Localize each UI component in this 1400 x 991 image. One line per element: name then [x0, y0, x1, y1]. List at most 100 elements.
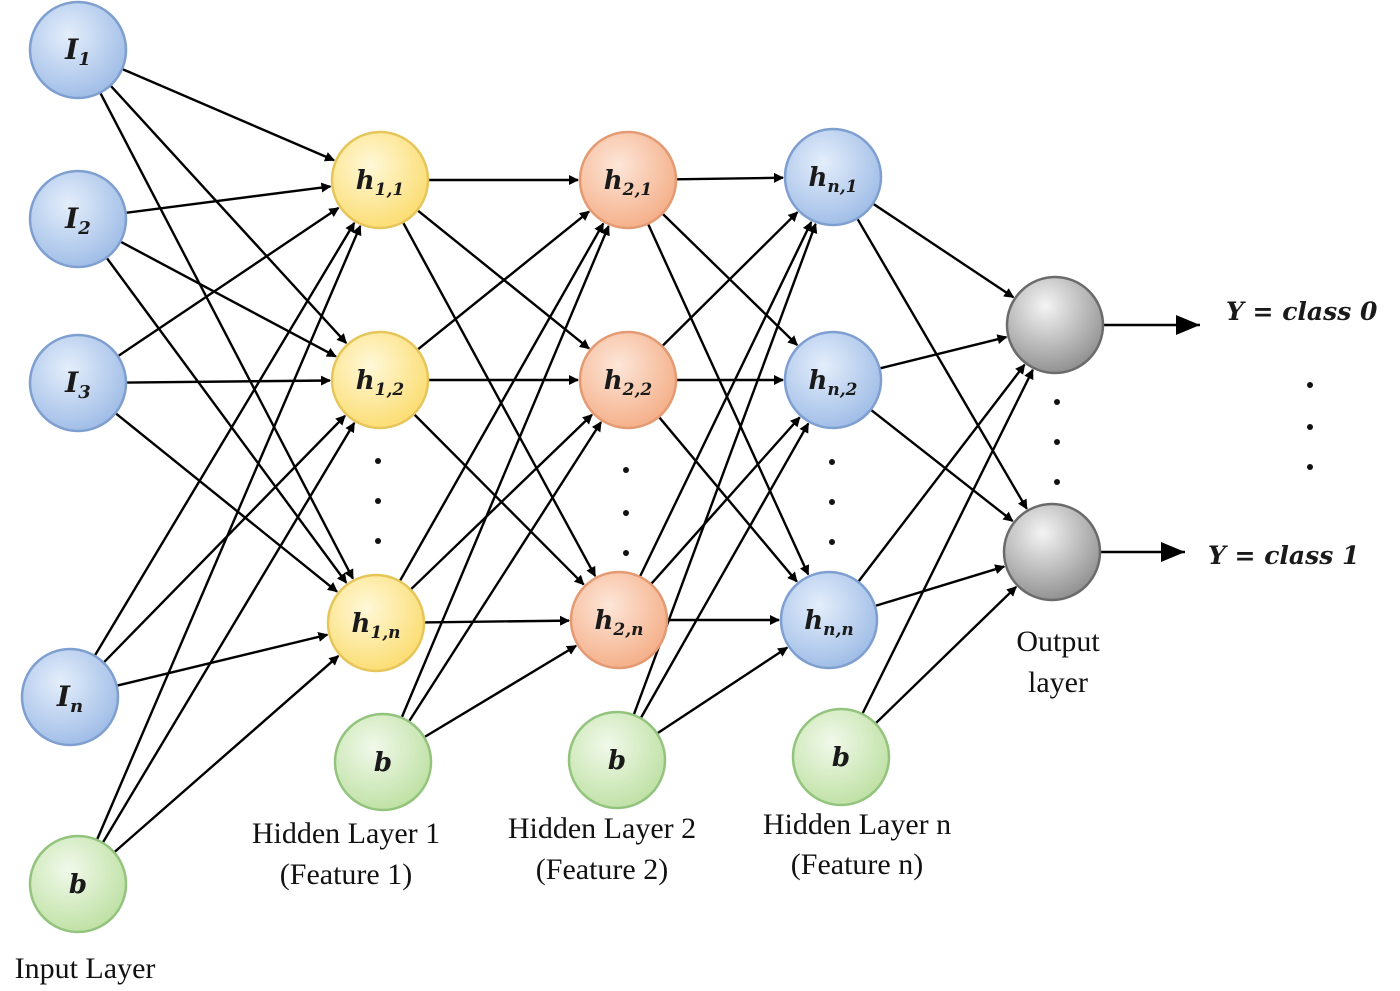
input-node-1: I1	[28, 0, 128, 100]
input-node-2-circle	[28, 169, 128, 269]
edge-h2-0-to-hn-0	[675, 172, 785, 183]
edge-input-4-to-h1-0	[95, 225, 362, 841]
input-node-3-label: I3	[64, 366, 91, 403]
output-layer-subtitle: layer	[1028, 666, 1088, 699]
edge-h1-1-to-h2-2	[413, 413, 585, 586]
edge-input-0-to-h1-2	[99, 92, 354, 580]
hidden-layer-2-subtitle: (Feature 2)	[536, 853, 668, 886]
hidden-layer-1-title: Hidden Layer 1	[252, 817, 440, 850]
hiddenn-node-3: hn,n	[779, 570, 879, 670]
hidden-layer-2-title: Hidden Layer 2	[508, 812, 696, 845]
edge-input-4-to-h1-2	[113, 655, 340, 854]
edge-h1-2-to-h2-0	[398, 222, 605, 582]
edge-h2-1-to-hn-0	[661, 211, 799, 348]
input-node-4-label: In	[56, 680, 83, 717]
edge-input-3-to-h1-1	[102, 414, 346, 664]
edge-hn-1-to-output-1	[870, 408, 1014, 523]
hiddenn-node-1-circle	[783, 127, 883, 227]
edge-h1-3-to-h2-0	[400, 225, 610, 719]
input-node-1-label: I1	[64, 33, 91, 70]
edge-input-0-to-h1-0	[121, 67, 335, 162]
output-node-2	[1002, 502, 1102, 602]
hidden2-node-3-circle	[569, 570, 669, 670]
edge-hn-3-to-output-0	[861, 368, 1034, 715]
output-ellipsis	[1054, 399, 1060, 485]
edge-h2-2-to-hn-0	[638, 221, 813, 578]
hidden1-node-1: h1,1	[330, 130, 430, 230]
edge-h2-3-to-hn-2	[656, 646, 789, 735]
hiddenn-ellipsis	[829, 459, 835, 545]
hidden2-node-3-label: h2,n	[594, 606, 643, 640]
output-node-1-circle	[1005, 275, 1105, 375]
edge-hn-0-to-output-1	[856, 217, 1028, 510]
input-node-4: In	[20, 647, 120, 747]
edge-input-4-to-h1-1	[101, 422, 356, 844]
hidden2-node-2-label: h2,2	[604, 366, 653, 400]
edge-hn-2-to-output-1	[874, 564, 1006, 608]
hidden2-node-2: h2,2	[578, 330, 678, 430]
hidden-layer-1-subtitle: (Feature 1)	[280, 858, 412, 891]
hiddenn-node-3-circle	[779, 570, 879, 670]
hidden2-node-1-circle	[578, 130, 678, 230]
edge-hn-2-to-output-0	[857, 363, 1026, 583]
input-node-4-circle	[20, 647, 120, 747]
hidden2-bias-node-label: b	[608, 746, 626, 776]
edge-h1-0-to-h2-2	[401, 221, 597, 577]
hiddenn-bias-node-label: b	[832, 743, 850, 773]
input-node-2: I2	[28, 169, 128, 269]
edge-input-3-to-h1-0	[93, 222, 356, 657]
hidden1-node-2-circle	[330, 330, 430, 430]
hidden1-node-2: h1,2	[330, 330, 430, 430]
input-node-3-circle	[28, 333, 128, 433]
edge-input-2-to-h1-1	[125, 375, 332, 386]
hidden1-bias-node-circle	[333, 712, 433, 812]
hiddenn-bias-node-circle	[791, 707, 891, 807]
hidden1-node-1-label: h1,1	[356, 166, 404, 200]
hidden2-bias-node: b	[567, 710, 667, 810]
hiddenn-node-3-label: hn,n	[804, 606, 854, 640]
hidden1-node-3: h1,n	[326, 573, 426, 673]
edge-input-2-to-h1-0	[117, 206, 340, 358]
edge-h1-3-to-h2-2	[423, 644, 578, 739]
edge-h2-3-to-hn-1	[639, 422, 810, 719]
hiddenn-node-1: hn,1	[783, 127, 883, 227]
hidden1-node-3-label: h1,n	[351, 609, 400, 643]
hiddenn-node-1-label: hn,1	[808, 163, 857, 197]
edge-h1-3-to-h2-1	[407, 421, 603, 723]
edge-input-1-to-h1-0	[125, 182, 332, 215]
hidden2-ellipsis	[623, 467, 629, 556]
edge-input-0-to-h1-1	[109, 84, 348, 344]
hidden1-ellipsis	[375, 458, 381, 544]
hidden1-bias-node: b	[333, 712, 433, 812]
output-node-2-circle	[1002, 502, 1102, 602]
edge-hn-1-to-output-0	[879, 334, 1008, 370]
ellipsis-dots	[375, 382, 1313, 556]
connection-edges	[93, 67, 1200, 854]
hidden2-node-1-label: h2,1	[604, 166, 652, 200]
hidden2-node-3: h2,n	[569, 570, 669, 670]
edge-input-1-to-h1-1	[119, 240, 337, 358]
hiddenn-node-2-label: hn,2	[808, 366, 857, 400]
input-node-2-label: I2	[64, 202, 91, 239]
edge-input-1-to-h1-2	[105, 256, 348, 584]
output-node-1	[1005, 275, 1105, 375]
edge-h2-0-to-hn-2	[646, 223, 810, 576]
hidden-layer-n-title: Hidden Layer n	[763, 808, 951, 841]
edge-hn-0-to-output-0	[872, 202, 1015, 299]
input-bias-node: b	[28, 834, 128, 934]
hidden2-bias-node-circle	[567, 710, 667, 810]
class-ellipsis	[1307, 382, 1313, 470]
hidden1-node-3-circle	[326, 573, 426, 673]
hidden-layer-n-subtitle: (Feature n)	[791, 848, 923, 881]
input-node-1-circle	[28, 0, 128, 100]
edge-h1-1-to-h2-0	[416, 210, 590, 351]
hidden2-node-1: h2,1	[578, 130, 678, 230]
hiddenn-bias-node: b	[791, 707, 891, 807]
edge-h1-2-to-h2-1	[409, 413, 593, 591]
input-node-3: I3	[28, 333, 128, 433]
output-class-0-label: Y = class 0	[1226, 297, 1378, 326]
input-layer-label: Input Layer	[15, 952, 156, 985]
hidden1-node-1-circle	[330, 130, 430, 230]
edge-input-3-to-h1-2	[116, 632, 329, 687]
